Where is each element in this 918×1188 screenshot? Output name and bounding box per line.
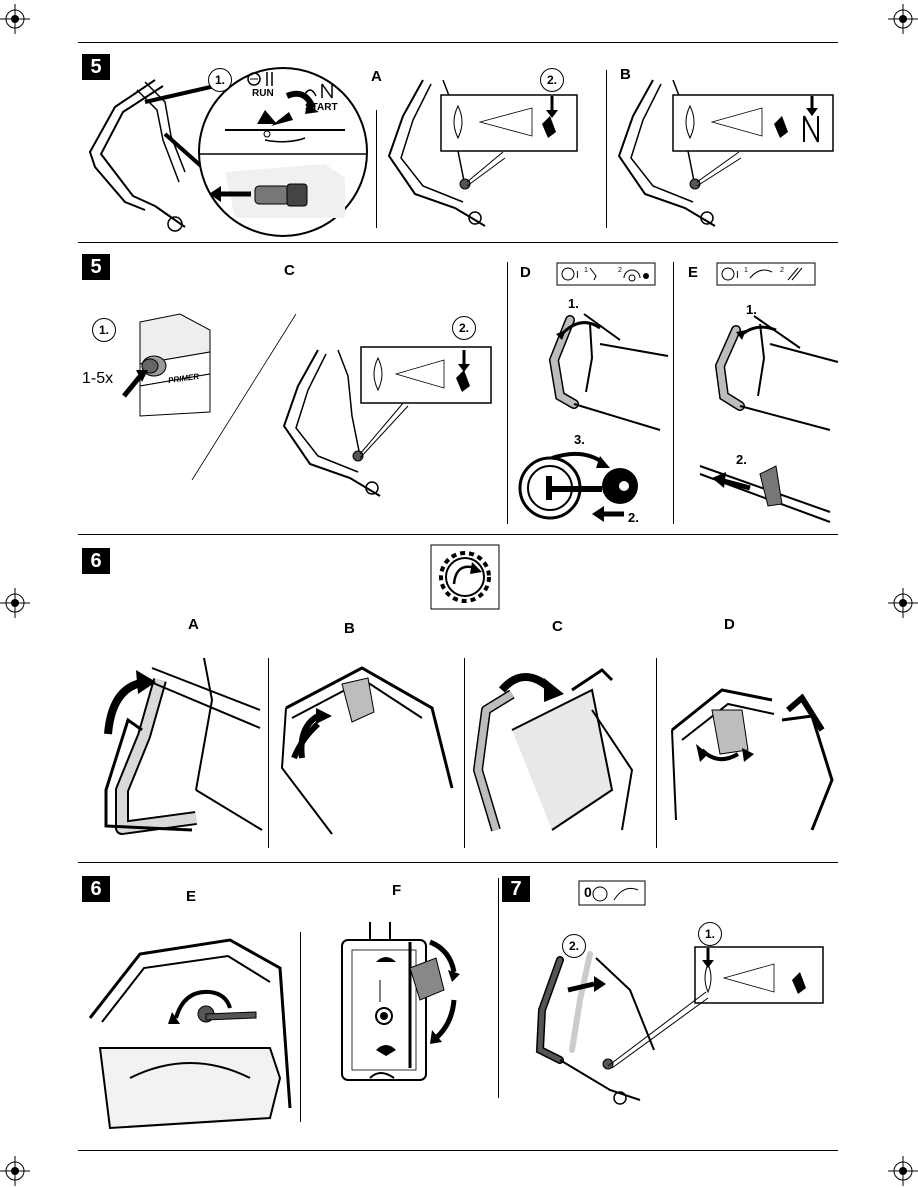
start-icon [303, 83, 333, 99]
bottom-rule [78, 1150, 838, 1151]
svg-text:2: 2 [618, 267, 622, 274]
section-number: 7 [502, 876, 530, 902]
registration-mark-icon [0, 1156, 30, 1186]
step-number: 1. [698, 922, 722, 946]
svg-text:2: 2 [780, 267, 784, 274]
handle-fold-illustration [473, 668, 634, 832]
divider [376, 110, 377, 228]
divider [498, 878, 499, 1098]
handle-fold-illustration [671, 688, 834, 831]
top-rule [78, 42, 838, 43]
drive-icon-box: I 1 2 [716, 262, 816, 286]
handle-fold-illustration [280, 666, 454, 835]
throttle-diagram-box [694, 946, 824, 1004]
height-lever-illustration [341, 922, 460, 1081]
registration-mark-icon [888, 4, 918, 34]
panel-label: B [344, 620, 355, 637]
choke-icon [247, 72, 273, 86]
divider [78, 534, 838, 535]
panel-label: B [620, 66, 631, 83]
ignition-key-illustration [518, 451, 638, 522]
step-label: 1. [746, 302, 757, 317]
throttle-diagram-box [440, 94, 578, 152]
diagonal-divider [191, 313, 297, 481]
handle-fold-illustration [104, 657, 263, 835]
divider [606, 70, 607, 228]
divider [268, 658, 269, 848]
primer-illustration [122, 313, 211, 417]
run-label: RUN [252, 88, 274, 99]
panel-label: A [188, 616, 199, 633]
step-label: 2. [736, 452, 747, 467]
step-label: 1. [568, 296, 579, 311]
panel-label: C [552, 618, 563, 635]
section-number: 5 [82, 54, 110, 80]
step-label: 3. [574, 432, 585, 447]
primer-presses-label: 1-5x [82, 370, 114, 387]
divider [656, 658, 657, 848]
svg-text:1: 1 [584, 267, 588, 274]
divider [507, 262, 508, 524]
gear-adjust-icon [430, 544, 500, 610]
panel-label: C [284, 262, 295, 279]
registration-mark-icon [888, 1156, 918, 1186]
stop-icon-box [578, 880, 646, 906]
stop-zero-label: 0 [584, 884, 592, 900]
throttle-diagram-box [672, 94, 834, 152]
registration-mark-icon [888, 588, 918, 618]
throttle-diagram-box [360, 346, 492, 404]
divider [78, 242, 838, 243]
registration-mark-icon [0, 4, 30, 34]
step-number: 2. [452, 316, 476, 340]
brake-key-icon-box: I 1 2 [556, 262, 656, 286]
step-number: 1. [208, 68, 232, 92]
throttle-zoom-circle [198, 67, 368, 237]
mower-handle-illustration [535, 951, 655, 1105]
panel-label: D [724, 616, 735, 633]
registration-mark-icon [0, 588, 30, 618]
panel-label: E [688, 264, 699, 281]
section-number: 5 [82, 254, 110, 280]
panel-label: D [520, 264, 531, 281]
mower-handle-illustration [617, 79, 742, 227]
divider [464, 658, 465, 848]
section-number: 6 [82, 876, 110, 902]
step-number: 2. [540, 68, 564, 92]
height-adjust-illustration [88, 938, 292, 1130]
brake-handle-illustration [548, 313, 669, 431]
mower-handle-illustration [282, 349, 409, 497]
drive-lever-illustration [699, 465, 831, 523]
start-label: START [305, 102, 338, 113]
step-label: 2. [628, 510, 639, 525]
panel-label: F [392, 882, 402, 899]
svg-text:1: 1 [744, 267, 748, 274]
step-number: 1. [92, 318, 116, 342]
pointer-line [607, 991, 709, 1069]
panel-label: E [186, 888, 197, 905]
divider [78, 862, 838, 863]
section-number: 6 [82, 548, 110, 574]
svg-text:I: I [576, 270, 579, 281]
step-number: 2. [562, 934, 586, 958]
svg-text:I: I [736, 270, 739, 281]
panel-label: A [371, 68, 382, 85]
divider [673, 262, 674, 524]
divider [300, 932, 301, 1122]
drive-handle-illustration [714, 315, 839, 431]
